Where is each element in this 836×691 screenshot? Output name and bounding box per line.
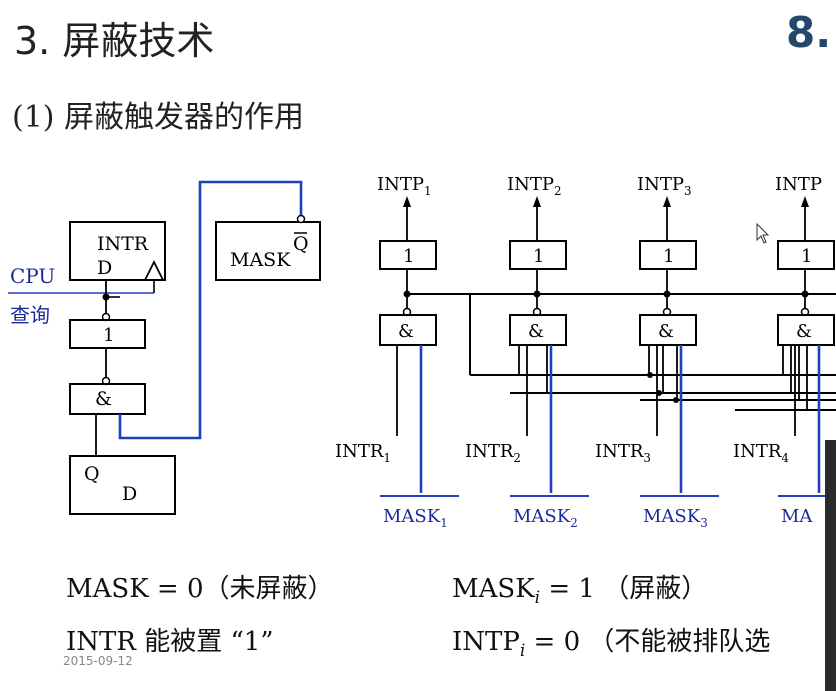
intr-channel-label: INTR4 <box>733 441 789 465</box>
and-gate-label: & <box>95 388 112 410</box>
channel-or-gate <box>639 240 697 270</box>
intr-flipflop <box>69 221 166 281</box>
junction-dot <box>534 291 540 297</box>
up-arrow-icon <box>801 196 809 207</box>
mouse-cursor-icon <box>756 222 770 244</box>
formula-intp-i: INTPi = 0 （不能被排队选 <box>452 621 770 661</box>
formula-mask-i-value: = 1 （屏蔽） <box>540 574 708 604</box>
clock-triangle-icon <box>144 259 164 281</box>
channel-or-gate <box>777 240 835 270</box>
channel-or-label: 1 <box>403 246 414 267</box>
channel-or-label: 1 <box>533 246 544 267</box>
channel-and-label: & <box>796 321 812 342</box>
channel-or-gate <box>379 240 437 270</box>
formula-intp-i-value: = 0 （不能被排队选 <box>525 627 771 657</box>
junction-dot <box>664 291 670 297</box>
junction-dot <box>647 372 653 378</box>
query-label: 查询 <box>10 303 50 327</box>
formula-intp-i-sub: i <box>519 641 526 662</box>
slide-number: 8. <box>786 8 832 57</box>
q-label: Q <box>84 463 100 485</box>
intp-label: INTP1 <box>377 174 432 198</box>
up-arrow-icon <box>403 196 411 207</box>
and-gate <box>69 383 146 415</box>
intr-channel-label: INTR2 <box>465 441 521 465</box>
channel-and-gate <box>639 314 697 346</box>
junction-dot <box>403 290 411 298</box>
mask-qbar-label: Q <box>293 233 309 255</box>
bottom-d-label: D <box>122 483 137 505</box>
channel-and-gate <box>777 314 835 346</box>
formula-mask-i-sub: i <box>534 588 541 609</box>
slide-title: 3. 屏蔽技术 <box>14 19 215 63</box>
mask-flipflop <box>215 221 321 281</box>
junction-dot <box>802 291 808 297</box>
intp-label: INTP3 <box>637 174 692 198</box>
up-arrow-icon <box>533 196 541 207</box>
junction-dot <box>673 397 679 403</box>
formula-mask-zero: MASK = 0（未屏蔽） <box>66 574 334 604</box>
channel-or-label: 1 <box>801 246 812 267</box>
formula-intp-i-base: INTP <box>452 627 520 657</box>
or-gate-label: 1 <box>103 325 114 346</box>
channel-or-gate <box>509 240 567 270</box>
junction-dot <box>656 390 662 396</box>
intr-d-label: D <box>97 257 112 279</box>
intp-label: INTP2 <box>507 174 562 198</box>
intp-label: INTP <box>775 174 822 195</box>
formula-mask-i-base: MASK <box>452 574 535 604</box>
mask-channel-label: MASK2 <box>513 506 578 530</box>
formula-mask-i: MASKi = 1 （屏蔽） <box>452 568 707 608</box>
video-edge-strip <box>825 440 836 691</box>
mask-channel-label: MA <box>781 506 813 527</box>
mask-channel-label: MASK1 <box>383 506 448 530</box>
right-circuit: INTP11&INTR1MASK1INTP21&INTR2MASK2INTP31… <box>335 174 836 530</box>
intr-channel-label: INTR1 <box>335 441 391 465</box>
mask-label: MASK <box>230 249 291 271</box>
channel-and-gate <box>509 314 567 346</box>
intr-label: INTR <box>97 233 149 255</box>
channel-or-label: 1 <box>663 246 674 267</box>
bottom-register <box>69 455 176 515</box>
cpu-label: CPU <box>10 264 55 288</box>
slide-date: 2015-09-12 <box>63 654 133 668</box>
formula-intr: INTR 能被置 “1” <box>66 627 274 657</box>
or-gate <box>69 319 146 349</box>
channel-and-label: & <box>658 321 674 342</box>
up-arrow-icon <box>663 196 671 207</box>
mask-channel-label: MASK3 <box>643 506 708 530</box>
section-subtitle: (1) 屏蔽触发器的作用 <box>12 100 305 135</box>
intr-channel-label: INTR3 <box>595 441 651 465</box>
left-circuit: INTR D CPU 查询 1 & Q D MASK Q <box>8 180 321 515</box>
channel-and-label: & <box>398 321 414 342</box>
mask-wire <box>118 180 303 440</box>
channel-and-label: & <box>528 321 544 342</box>
channel-and-gate <box>379 314 437 346</box>
